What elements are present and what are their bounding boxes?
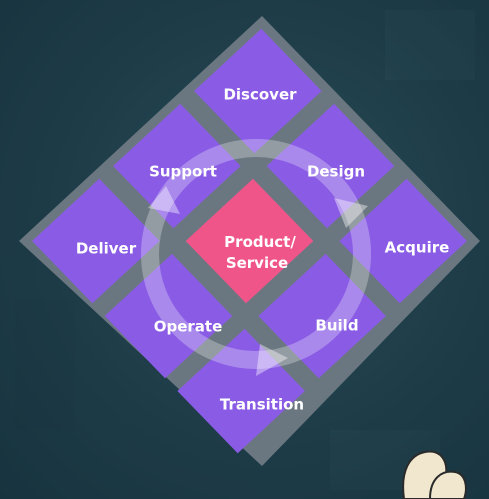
- cell-labels: Discover Design Acquire Build Transition…: [76, 86, 449, 414]
- label-design: Design: [307, 163, 365, 181]
- cycle-circle: [141, 139, 371, 369]
- cell-transition: [177, 328, 305, 454]
- label-operate: Operate: [154, 318, 223, 336]
- label-center-line1: Product/: [224, 233, 296, 251]
- label-discover: Discover: [223, 86, 297, 104]
- cartoon-hand: [402, 450, 467, 499]
- label-center-line2: Service: [226, 254, 288, 272]
- cell-center: [185, 178, 314, 304]
- cell-build: [258, 253, 386, 379]
- cell-support: [113, 103, 241, 229]
- arrow-transition-icon: [256, 344, 288, 376]
- label-support: Support: [149, 163, 217, 181]
- cell-deliver: [32, 178, 160, 304]
- cycle-ring: [141, 139, 371, 376]
- arrow-support-icon: [148, 186, 180, 214]
- cell-discover: [194, 28, 322, 154]
- arrow-design-icon: [334, 198, 368, 228]
- label-deliver: Deliver: [76, 240, 137, 258]
- label-acquire: Acquire: [385, 239, 450, 257]
- cell-operate: [104, 253, 233, 379]
- cell-acquire: [339, 178, 467, 304]
- label-build: Build: [315, 317, 358, 335]
- label-transition: Transition: [220, 396, 304, 414]
- cell-grid: [32, 28, 467, 454]
- cell-design: [266, 103, 395, 229]
